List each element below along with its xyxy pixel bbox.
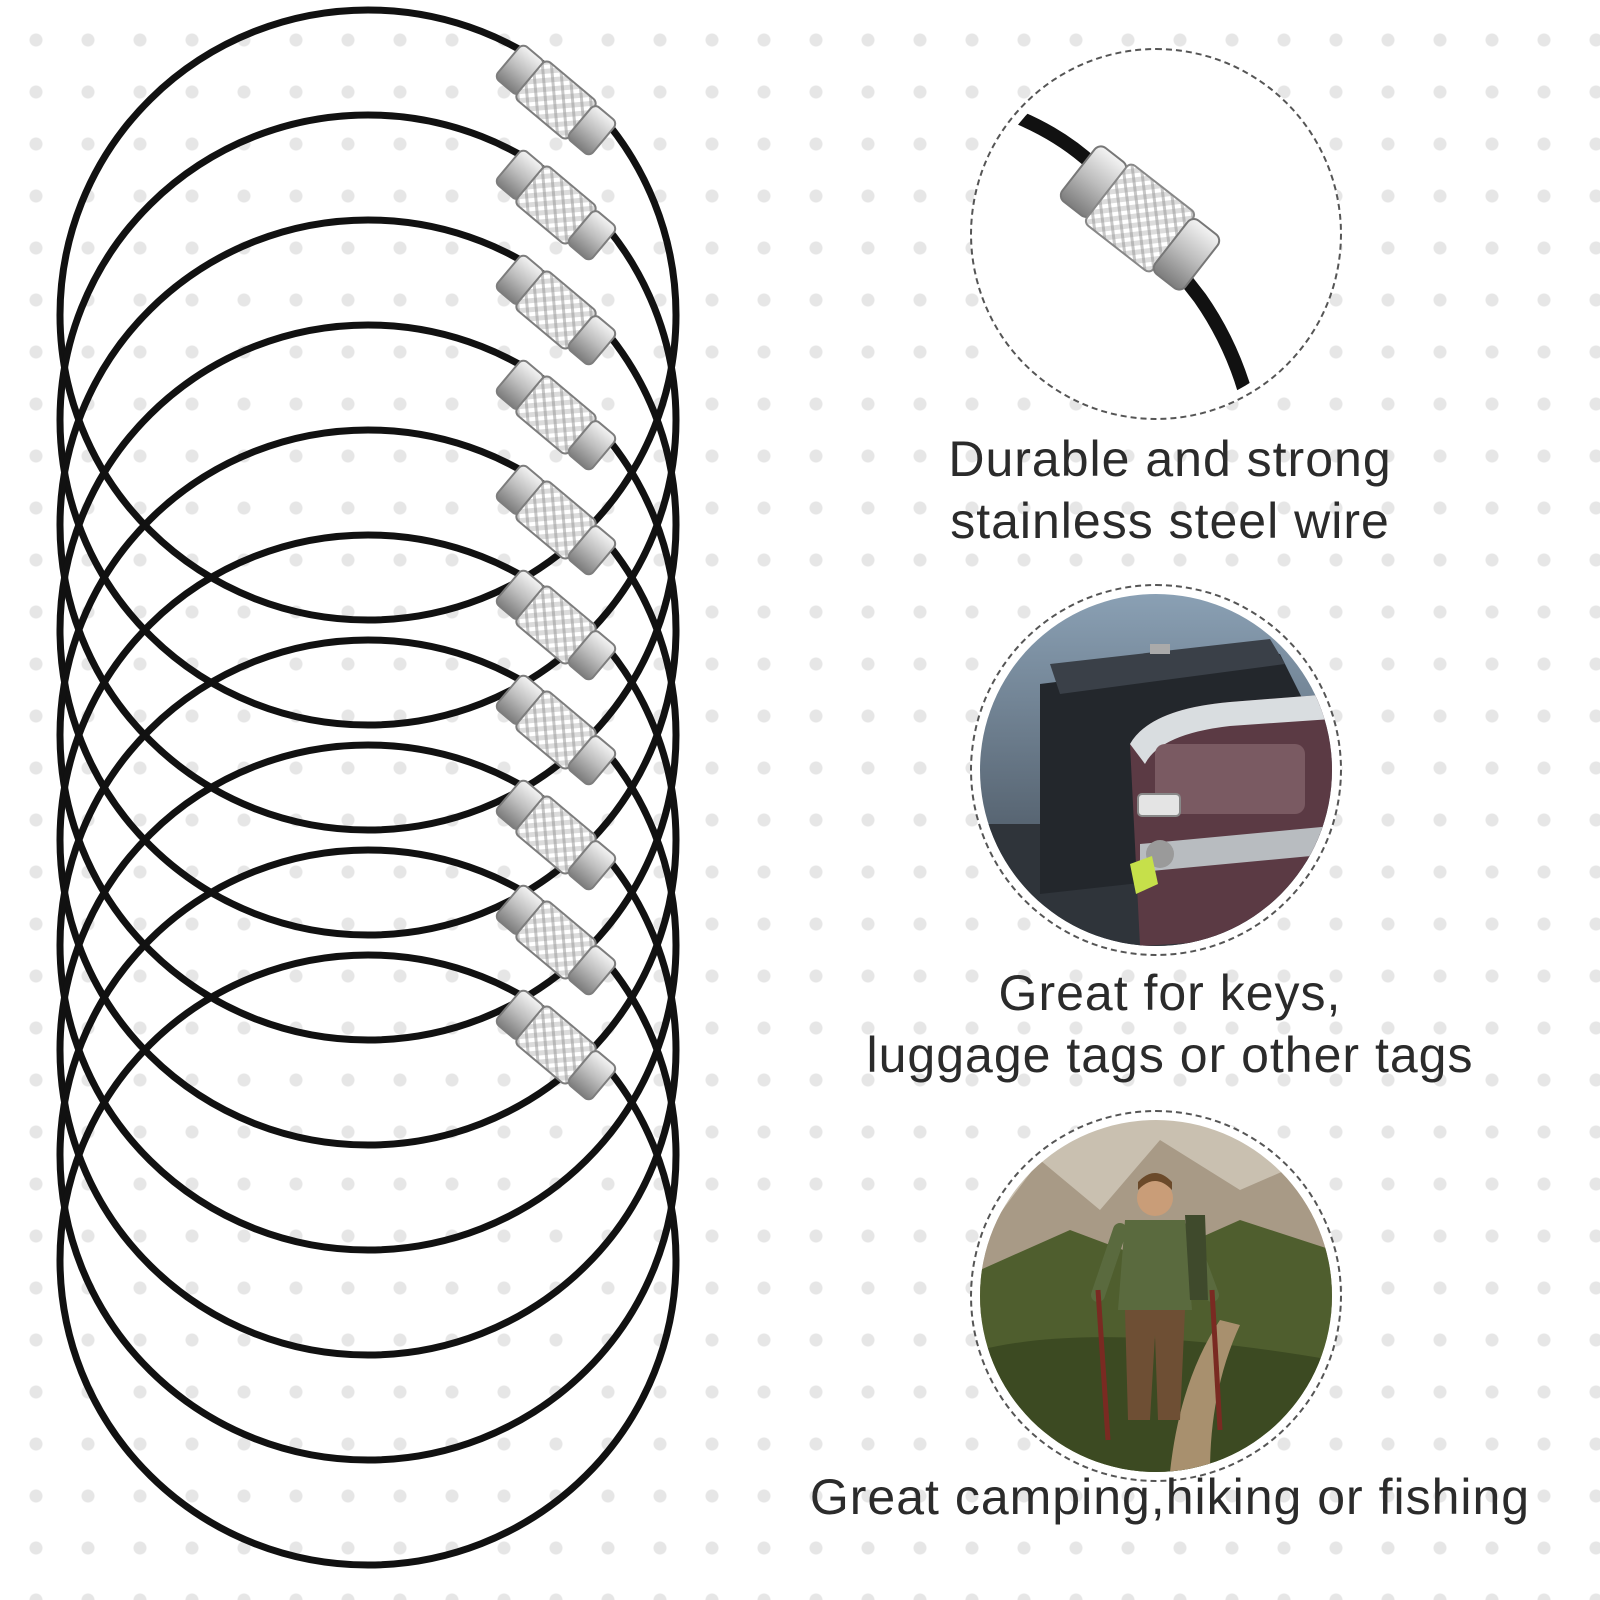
hiker-photo-icon [980,1120,1332,1472]
wire-ring [56,846,680,1464]
luggage-photo-circle [970,584,1342,956]
screw-lock [495,884,617,996]
screw-lock [495,464,617,576]
wire-ring [56,111,680,729]
wire-ring [56,951,680,1569]
wire-ring [56,531,680,1149]
feature-caption-keys: Great for keys, luggage tags or other ta… [866,965,1474,1083]
feature-caption-camping: Great camping,hiking or fishing [809,1469,1531,1525]
screw-lock [495,674,617,786]
screw-lock [495,779,617,891]
wire-ring [56,321,680,939]
screw-lock [495,149,617,261]
luggage-photo-icon [980,594,1332,946]
wire-lock-closeup-icon [980,58,1332,410]
screw-lock [495,44,617,156]
wire-ring [56,216,680,834]
screw-lock [495,359,617,471]
wire-ring [56,6,680,624]
wire-ring [56,636,680,1254]
screw-lock [495,254,617,366]
screw-lock [495,989,617,1101]
wire-ring [56,741,680,1359]
wire-ring [56,426,680,1044]
feature-caption-durable: Durable and strong stainless steel wire [948,431,1392,549]
screw-lock [495,569,617,681]
wire-closeup-circle [970,48,1342,420]
hiker-photo-circle [970,1110,1342,1482]
wire-rings-stack [56,6,680,1569]
